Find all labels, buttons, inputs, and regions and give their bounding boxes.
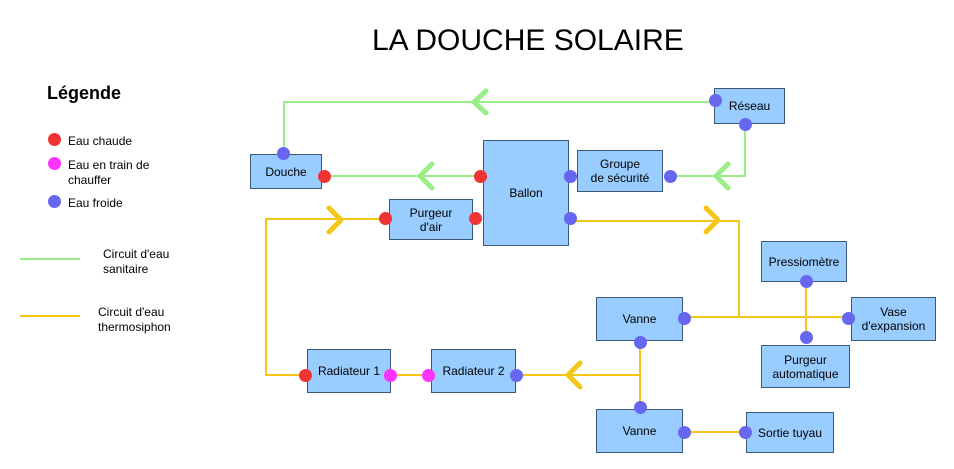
cold-water-dot-icon	[709, 94, 722, 107]
douche-label: Douche	[265, 164, 307, 179]
legend-thermo-label-2: thermosiphon	[98, 320, 171, 334]
thermosiphon-arrows	[326, 205, 721, 390]
purgeur-air-node: Purgeur d'air	[389, 199, 473, 240]
radiateur-1-node: Radiateur 1	[307, 349, 391, 393]
thermosiphon-circuit	[20, 218, 850, 433]
ballon-node: Ballon	[483, 140, 569, 246]
arrow-left-icon	[417, 161, 435, 191]
heating-water-dot-icon	[422, 369, 435, 382]
purgeur-air-label-2: d'air	[419, 219, 443, 234]
hot-water-dot-icon	[299, 369, 312, 382]
cold-water-dot-icon	[634, 401, 647, 414]
radiateur2-to-vanne-line	[516, 343, 641, 376]
cold-water-dot-icon	[564, 170, 577, 183]
sortie-label: Sortie tuyau	[757, 425, 823, 440]
arrow-right-icon	[326, 205, 344, 235]
legend-thermo-label-1: Circuit d'eau	[98, 305, 165, 319]
cold-water-dot-icon	[634, 336, 647, 349]
legend-sanitary-label-1: Circuit d'eau	[103, 247, 170, 261]
vanne-top-label: Vanne	[622, 312, 657, 326]
thermo-left-loop-line	[265, 218, 386, 376]
vase-expansion-node: Vase d'expansion	[851, 297, 936, 341]
hot-water-dot-icon	[318, 170, 331, 183]
cold-water-dot-icon	[800, 275, 813, 288]
legend-sanitary-label-2: sanitaire	[103, 262, 149, 276]
radiateur-2-node: Radiateur 2	[431, 349, 516, 393]
cold-water-dot-icon	[842, 312, 855, 325]
legend-cold-label: Eau froide	[68, 196, 123, 210]
vanne-bottom-label: Vanne	[622, 424, 657, 438]
arrow-left-icon	[713, 161, 731, 191]
douche-node: Douche	[250, 154, 322, 189]
hot-water-dot-icon	[48, 133, 61, 146]
groupe-securite-node: Groupe de sécurité	[577, 150, 663, 192]
reseau-label: Réseau	[728, 99, 771, 113]
legend-hot-label: Eau chaude	[68, 134, 133, 148]
hot-water-dot-icon	[474, 170, 487, 183]
vanne-bottom-node: Vanne	[596, 409, 683, 453]
ballon-label: Ballon	[509, 186, 543, 200]
cold-water-dot-icon	[739, 118, 752, 131]
hot-water-dot-icon	[379, 212, 392, 225]
heating-water-dot-icon	[384, 369, 397, 382]
purgeur-air-label-1: Purgeur	[409, 205, 453, 220]
radiateur-1-label: Radiateur 1	[317, 364, 381, 378]
diagram-title: LA DOUCHE SOLAIRE	[372, 24, 684, 57]
sortie-tuyau-node: Sortie tuyau	[746, 412, 834, 453]
sanitary-arrows	[417, 88, 731, 191]
cold-water-dot-icon	[277, 147, 290, 160]
ballon-to-vase-line	[571, 220, 740, 317]
heating-water-dot-icon	[48, 157, 61, 170]
cold-water-dot-icon	[678, 312, 691, 325]
cold-water-dot-icon	[739, 426, 752, 439]
sanitary-top-line	[283, 101, 785, 153]
cold-water-dot-icon	[664, 170, 677, 183]
arrow-left-icon	[565, 360, 583, 390]
vase-label-2: d'expansion	[861, 319, 926, 333]
groupe-label-1: Groupe	[599, 157, 641, 171]
arrow-left-icon	[471, 88, 489, 116]
cold-water-dot-icon	[48, 195, 61, 208]
reseau-node: Réseau	[714, 88, 785, 124]
reseau-to-groupe-line	[670, 125, 746, 177]
arrow-right-icon	[703, 205, 721, 235]
cold-water-dot-icon	[678, 426, 691, 439]
hot-water-dot-icon	[469, 212, 482, 225]
pressiometre-node: Pressiomètre	[761, 241, 847, 282]
radiateur-2-label: Radiateur 2	[442, 364, 505, 378]
sanitary-circuit	[20, 101, 785, 260]
groupe-label-2: de sécurité	[590, 171, 650, 185]
legend-heating-label-2: chauffer	[68, 173, 112, 187]
purgeur-automatique-node: Purgeur automatique	[761, 345, 850, 388]
legend-heating-label-1: Eau en train de	[68, 158, 150, 172]
purgeur-auto-label-1: Purgeur	[784, 352, 827, 367]
legend-title: Légende	[47, 83, 122, 103]
purgeur-auto-label-2: automatique	[772, 366, 839, 381]
cold-water-dot-icon	[510, 369, 523, 382]
cold-water-dot-icon	[800, 331, 813, 344]
pressiometre-label: Pressiomètre	[768, 254, 840, 269]
vase-label-1: Vase	[880, 305, 907, 319]
vanne-top-node: Vanne	[596, 297, 683, 341]
cold-water-dot-icon	[564, 212, 577, 225]
